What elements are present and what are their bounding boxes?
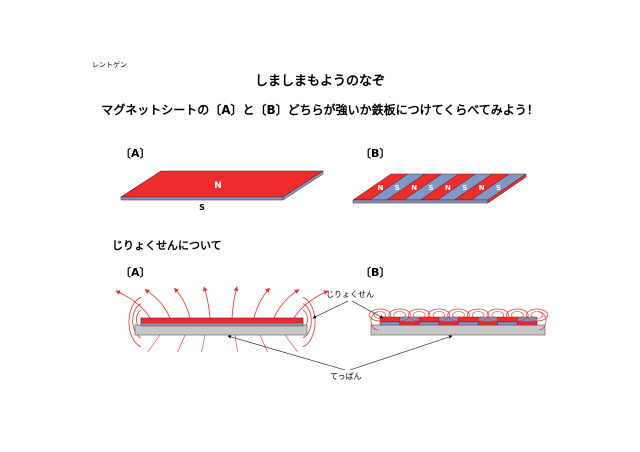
field-line-a-lower (147, 334, 161, 353)
sheet-b-bottom-layer (352, 199, 489, 204)
field-section-heading: じりょくせんについて (112, 239, 222, 252)
sheet-b-pole-label: S (395, 184, 400, 192)
field-loop-b-inner (530, 311, 544, 319)
field-line-a-lower (177, 334, 186, 353)
sheet-b-pole-label: S (429, 184, 434, 192)
field-loop-b (506, 308, 529, 322)
magnet-b-segment-bottom (379, 321, 400, 326)
field-loop-b (486, 308, 509, 322)
magnet-b-segment-bottom (517, 321, 538, 326)
magnet-b-segment-bottom (477, 321, 498, 326)
magnet-b-segment-bottom (497, 321, 518, 326)
field-line-a-lower (234, 334, 238, 353)
magnetic-field-label: じりょくせん (326, 290, 374, 299)
sheet-b-label: 〔B〕 (360, 147, 391, 160)
field-loop-b (466, 308, 490, 322)
sheet-b-pole-label: N (378, 184, 384, 192)
sheet-b-pole-label: S (496, 184, 501, 192)
magnet-b (379, 316, 538, 326)
magnet-b-segment-bottom (458, 321, 479, 326)
field-diagram-b (368, 308, 549, 336)
magnet-b-segment-bottom (399, 321, 420, 326)
field-line-a-lower (201, 334, 206, 353)
sheet-a: N S (119, 170, 325, 212)
plate-arrow-a (227, 335, 346, 371)
sheet-b-pole-label: N (445, 184, 451, 192)
field-loop-b-inner (393, 311, 406, 319)
field-line-a-lower (284, 334, 298, 353)
sheet-b-pole-label: N (411, 184, 417, 192)
field-line-a (231, 286, 239, 319)
page-subtitle: マグネットシートの〔A〕と〔B〕どちらが強いか鉄板につけてくらべてみよう！ (101, 103, 539, 117)
field-arrow-b (351, 300, 384, 319)
field-lines-a (115, 286, 329, 353)
field-loop-b (427, 308, 451, 322)
plate-arrow-b (349, 335, 453, 371)
field-loop-b-inner (511, 311, 524, 319)
field-a-label: 〔A〕 (120, 266, 151, 279)
field-line-a (203, 286, 211, 319)
field-loop-b-inner (452, 311, 465, 319)
field-loop-a (128, 296, 142, 348)
field-b-label: 〔B〕 (360, 266, 391, 279)
sheet-b-pole-label: N (479, 184, 485, 192)
sheet-a-side-layer (282, 170, 324, 201)
field-line-a (174, 287, 191, 319)
author-label: レントゲン (92, 61, 127, 69)
sheet-a-north-pole: N (214, 181, 222, 191)
field-loop-a (132, 303, 142, 339)
field-diagram-a (115, 286, 329, 353)
iron-plate-a (134, 324, 308, 336)
field-loop-b (388, 308, 411, 322)
page-title: しましまもようのなぞ (254, 74, 385, 89)
field-line-a (273, 289, 300, 319)
sheet-b-pole-label: S (462, 184, 467, 192)
iron-plate-label: てっぱん (330, 372, 362, 381)
field-loop-b-inner (373, 311, 387, 319)
field-loop-a (302, 296, 316, 348)
field-end-loop-b (538, 311, 547, 331)
field-loop-b-inner (491, 311, 504, 319)
field-line-a (144, 289, 171, 319)
field-loop-b (447, 308, 470, 322)
magnet-a-bottom (140, 322, 304, 327)
field-loop-b-inner (432, 311, 446, 319)
callouts: じりょくせん てっぱん (227, 290, 453, 381)
sheet-a-label: 〔A〕 (120, 147, 151, 160)
field-loop-b-inner (471, 311, 485, 319)
sheet-a-bottom-layer (120, 196, 284, 201)
iron-plate-b (370, 324, 546, 336)
field-line-a (293, 290, 329, 319)
field-line-a (115, 290, 151, 319)
field-loop-b-inner (413, 311, 426, 319)
field-loop-b (408, 308, 431, 322)
field-end-loop-b (370, 311, 379, 331)
magnet-b-segment-bottom (419, 321, 440, 326)
field-loop-b (368, 308, 392, 322)
magnet-b-segment-bottom (438, 321, 459, 326)
field-loop-b (525, 308, 549, 322)
sheet-b-side-layer (487, 173, 527, 204)
field-loop-a (302, 303, 312, 339)
sheet-a-south-pole: S (199, 203, 205, 212)
field-line-a-lower (259, 334, 268, 353)
field-line-a (253, 287, 270, 319)
field-arrow-a (312, 300, 349, 319)
field-lines-b (368, 308, 549, 331)
